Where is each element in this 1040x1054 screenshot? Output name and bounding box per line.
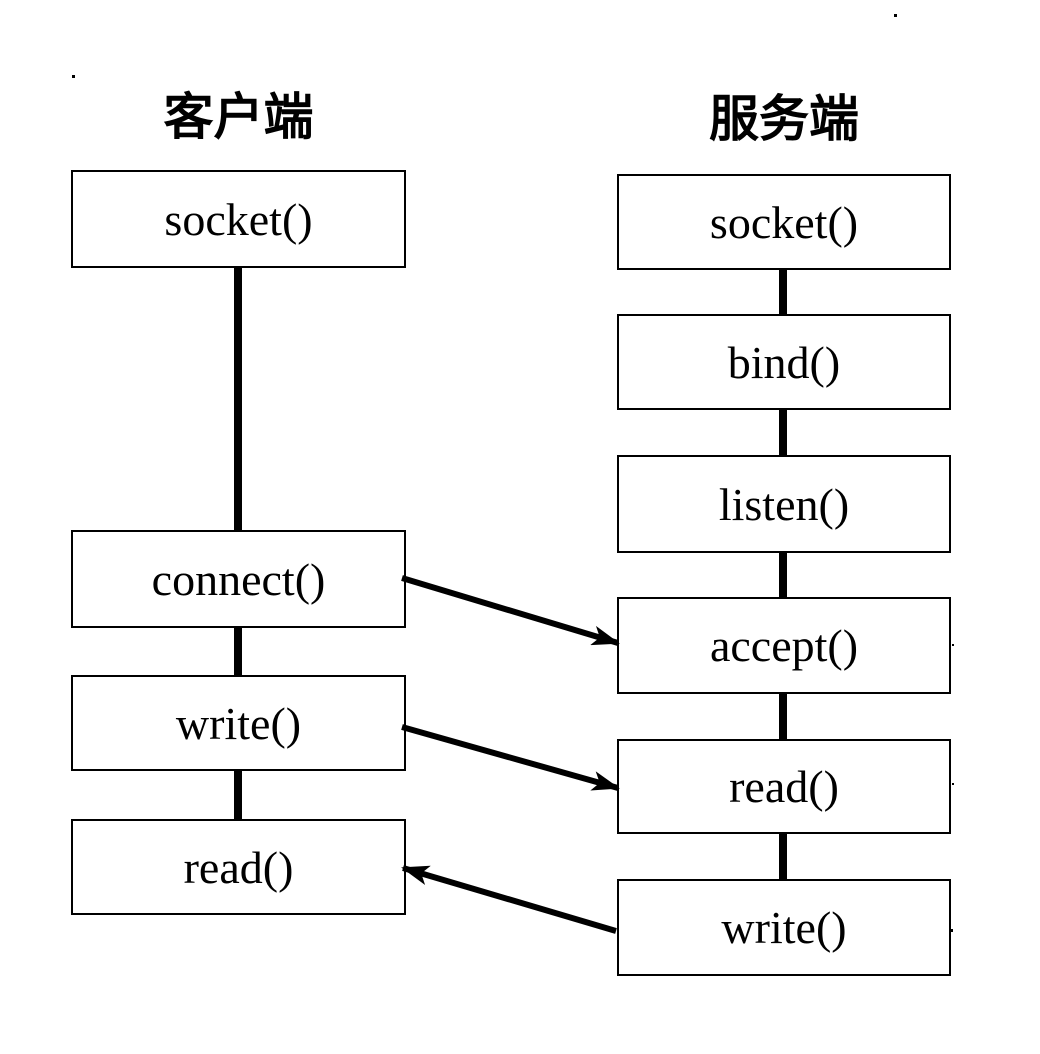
node-server-listen: listen() [617,455,951,553]
node-server-accept: accept() [617,597,951,694]
artifact-dot [952,644,954,646]
node-client-read: read() [71,819,406,915]
arrow-server-write-to-client-read [401,865,617,934]
node-client-connect: connect() [71,530,406,628]
node-server-read: read() [617,739,951,834]
server-column-title: 服务端 [709,90,859,148]
node-server-write: write() [617,879,951,976]
client-column-title: 客户端 [163,88,314,146]
arrow-client-connect-to-server-accept [401,575,620,646]
artifact-dot [950,929,953,932]
connector-client-connect-write [234,626,242,677]
node-client-socket: socket() [71,170,406,268]
node-client-write: write() [71,675,406,771]
connector-client-write-read [234,769,242,821]
artifact-dot [72,75,75,78]
arrow-client-write-to-server-read [401,724,620,791]
connector-server-bind-listen [779,408,787,457]
connector-server-accept-read [779,692,787,741]
artifact-dot [894,14,897,17]
node-server-socket: socket() [617,174,951,270]
node-server-bind: bind() [617,314,951,410]
connector-server-read-write [779,832,787,881]
connector-server-listen-accept [779,551,787,599]
connector-server-socket-bind [779,268,787,316]
artifact-dot [952,783,954,785]
connector-client-socket-connect [234,266,242,532]
